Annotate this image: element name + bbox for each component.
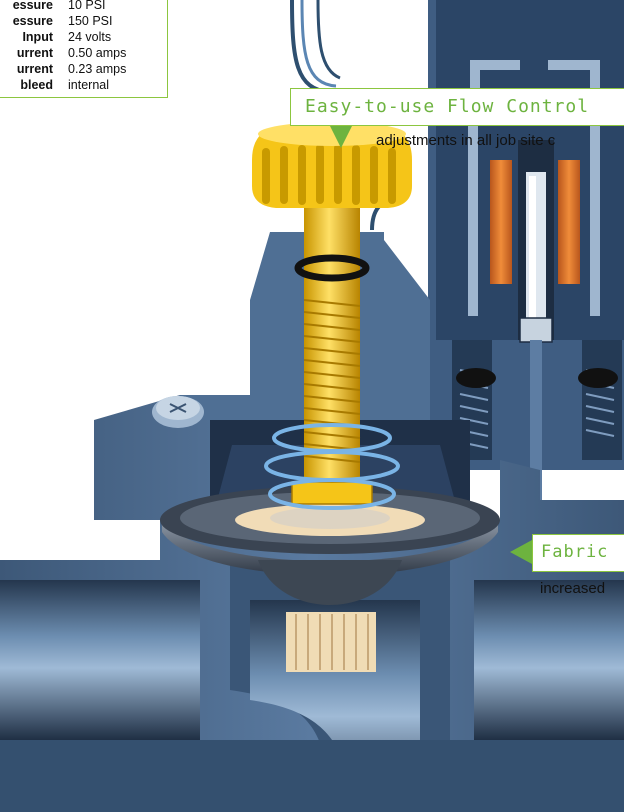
spring <box>264 423 400 510</box>
flow-control-knob <box>252 122 412 208</box>
bonnet-screw <box>152 396 204 428</box>
spec-label: essure <box>12 0 53 12</box>
diaphragm <box>160 486 500 672</box>
flow-control-callout-text: adjustments in all job site c <box>376 132 556 149</box>
flow-control-callout-title: Easy-to-use Flow Control <box>290 88 624 126</box>
spec-value: 0.50 amps <box>68 46 127 60</box>
spec-table: essure 10 PSI essure 150 PSI Input 24 volts… <box>0 0 168 98</box>
spec-row: essure 10 PSI <box>0 0 167 12</box>
spec-label: urrent <box>16 62 53 76</box>
spec-value: 0.23 amps <box>68 62 127 76</box>
spec-label: essure <box>12 14 53 28</box>
spec-label: urrent <box>16 46 53 60</box>
spec-row: urrent 0.50 amps <box>0 46 167 60</box>
spec-row: urrent 0.23 amps <box>0 62 167 76</box>
spec-value: 150 PSI <box>68 14 113 28</box>
spec-value: internal <box>68 78 109 92</box>
spec-value: 24 volts <box>68 30 112 44</box>
spec-label: bleed <box>20 78 53 92</box>
spec-value: 10 PSI <box>68 0 106 12</box>
spec-row: bleed internal <box>0 78 167 92</box>
fabric-pointer <box>510 540 532 564</box>
spec-label: Input <box>22 30 53 44</box>
fabric-callout-text: increased <box>540 580 606 597</box>
fabric-callout-title: Fabric <box>532 534 624 572</box>
spec-row: essure 150 PSI <box>0 14 167 28</box>
flow-control-stem <box>291 200 373 505</box>
flow-control-pointer <box>330 126 352 148</box>
solenoid-assembly <box>428 0 624 530</box>
spec-row: Input 24 volts <box>0 30 167 44</box>
